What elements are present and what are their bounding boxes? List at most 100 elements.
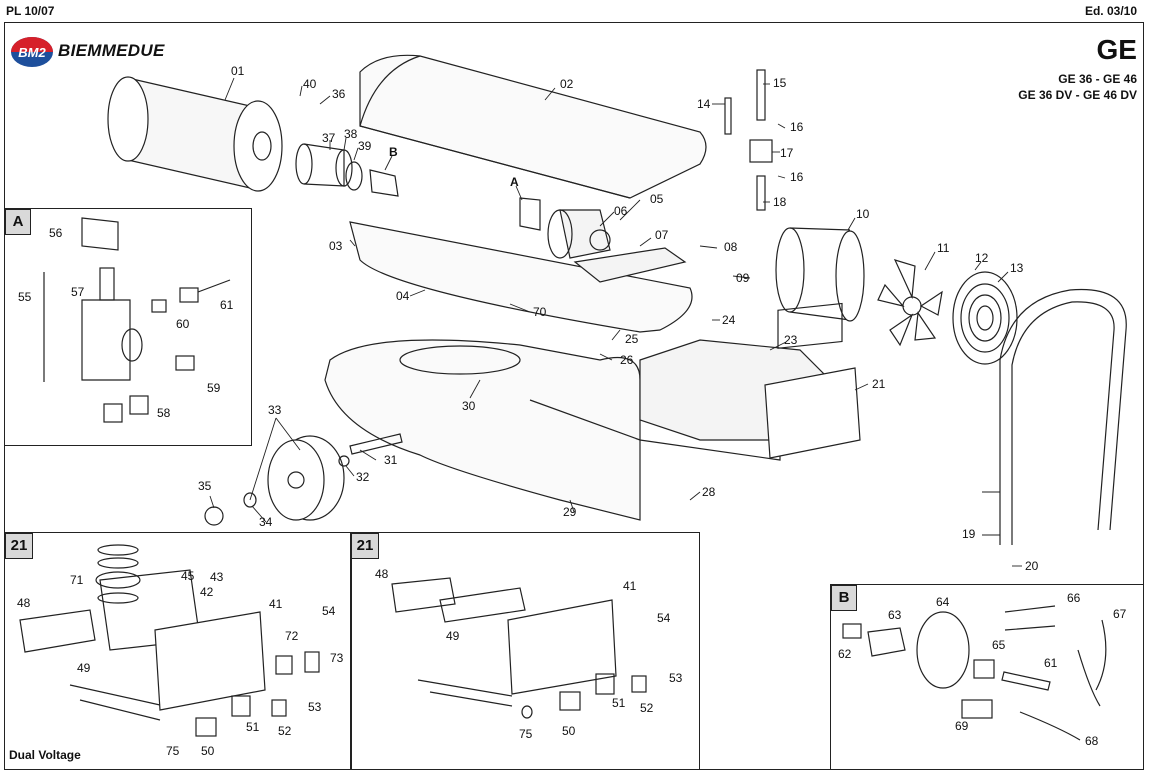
part-number-label: 30: [462, 399, 476, 413]
part-number-label: 43: [210, 570, 224, 584]
part-number-label: 59: [207, 381, 221, 395]
part-number-label: 10: [856, 207, 870, 221]
part-number-label: 31: [384, 453, 398, 467]
panel-a: [4, 208, 252, 446]
part-number-label: 41: [623, 579, 637, 593]
part-number-label: 26: [620, 353, 634, 367]
part-number-label: 20: [1025, 559, 1039, 573]
part-number-label: 17: [780, 146, 794, 160]
part-number-label: 09: [736, 271, 750, 285]
part-number-label: 01: [231, 64, 245, 78]
part-number-label: 61: [1044, 656, 1058, 670]
part-number-label: 02: [560, 77, 574, 91]
part-handle-frame-drawing: [999, 288, 1127, 545]
part-number-label: 70: [533, 305, 547, 319]
part-number-label: 65: [992, 638, 1006, 652]
part-tank-body-drawing: [324, 339, 831, 521]
part-number-label: 50: [201, 744, 215, 758]
part-number-label: 75: [519, 727, 533, 741]
part-number-label: 18: [773, 195, 787, 209]
panel-21-right: [350, 532, 700, 770]
logo-text: BM2: [18, 45, 46, 60]
part-number-label: 16: [790, 120, 804, 134]
part-number-label: 72: [285, 629, 299, 643]
part-number-label: 54: [657, 611, 671, 625]
panel-21-right-parts-drawing: [391, 577, 647, 719]
panel-a-parts-drawing: [43, 217, 231, 423]
part-number-label: 14: [697, 97, 711, 111]
part-number-label: 37: [322, 131, 336, 145]
panel-21-left-tag: 21: [5, 533, 33, 559]
part-grille-drawing: [952, 271, 1018, 365]
part-pump-motor-drawing: [519, 197, 687, 283]
part-number-label: 29: [563, 505, 577, 519]
part-number-label: 05: [650, 192, 664, 206]
part-number-label: 06: [614, 204, 628, 218]
panel-b: [830, 584, 1144, 770]
part-number-label: 62: [838, 647, 852, 661]
part-fuel-line-drawing: [724, 69, 773, 211]
part-number-label: 51: [246, 720, 260, 734]
model-series: GE: [1096, 34, 1137, 65]
part-number-label: 61: [220, 298, 234, 312]
part-number-label: 68: [1085, 734, 1099, 748]
part-number-label: 73: [330, 651, 344, 665]
page-code: PL 10/07: [6, 4, 55, 18]
part-number-label: 75: [166, 744, 180, 758]
part-number-label: 45: [181, 569, 195, 583]
part-number-label: 23: [784, 333, 798, 347]
part-number-label: 50: [562, 724, 576, 738]
part-number-label: 53: [669, 671, 683, 685]
part-number-labels: 0102030405060708091011121314151616171819…: [17, 64, 1127, 758]
part-number-label: 04: [396, 289, 410, 303]
panel-b-parts-drawing: [842, 605, 1107, 741]
model-line-2: GE 36 DV - GE 46 DV: [1018, 88, 1137, 102]
part-number-label: 58: [157, 406, 171, 420]
brand-logo: BM2 BIEMMEDUE: [10, 36, 180, 68]
part-number-label: 11: [937, 241, 950, 255]
part-number-label: 32: [356, 470, 370, 484]
part-number-label: 36: [332, 87, 346, 101]
panel-a-tag: A: [5, 209, 31, 235]
dual-voltage-caption: Dual Voltage: [9, 748, 81, 762]
brand-name: BIEMMEDUE: [58, 41, 165, 60]
part-control-panel-drawing: [764, 302, 861, 459]
part-lower-shell-drawing: [349, 221, 693, 333]
model-line-1: GE 36 - GE 46: [1058, 72, 1137, 86]
part-outer-cylinder-drawing: [107, 76, 283, 192]
part-number-label: 33: [268, 403, 282, 417]
part-wheel-drawing: [204, 435, 345, 526]
part-number-label: 19: [962, 527, 976, 541]
part-number-label: 49: [446, 629, 460, 643]
part-number-label: 60: [176, 317, 190, 331]
part-number-label: 35: [198, 479, 212, 493]
part-number-label: 49: [77, 661, 91, 675]
part-number-label: 66: [1067, 591, 1081, 605]
part-number-label: 08: [724, 240, 738, 254]
part-number-label: 07: [655, 228, 669, 242]
part-number-label: B: [389, 145, 398, 159]
part-number-label: 52: [278, 724, 292, 738]
part-number-label: 40: [303, 77, 317, 91]
part-number-label: 56: [49, 226, 63, 240]
part-number-label: 34: [259, 515, 273, 529]
part-axle-drawing: [338, 433, 403, 467]
part-number-label: 53: [308, 700, 322, 714]
part-number-label: 21: [872, 377, 886, 391]
part-number-label: 15: [773, 76, 787, 90]
part-number-label: 69: [955, 719, 969, 733]
part-number-label: 63: [888, 608, 902, 622]
part-number-label: 41: [269, 597, 283, 611]
part-number-label: 12: [975, 251, 989, 265]
edition-label: Ed. 03/10: [1084, 4, 1137, 18]
panel-21-left-parts-drawing: [19, 544, 320, 737]
part-number-label: 54: [322, 604, 336, 618]
part-number-label: 55: [18, 290, 32, 304]
part-number-label: 48: [17, 596, 31, 610]
part-number-label: 57: [71, 285, 85, 299]
part-number-label: 38: [344, 127, 358, 141]
part-number-label: 03: [329, 239, 343, 253]
part-number-label: 42: [200, 585, 214, 599]
part-number-label: 24: [722, 313, 736, 327]
